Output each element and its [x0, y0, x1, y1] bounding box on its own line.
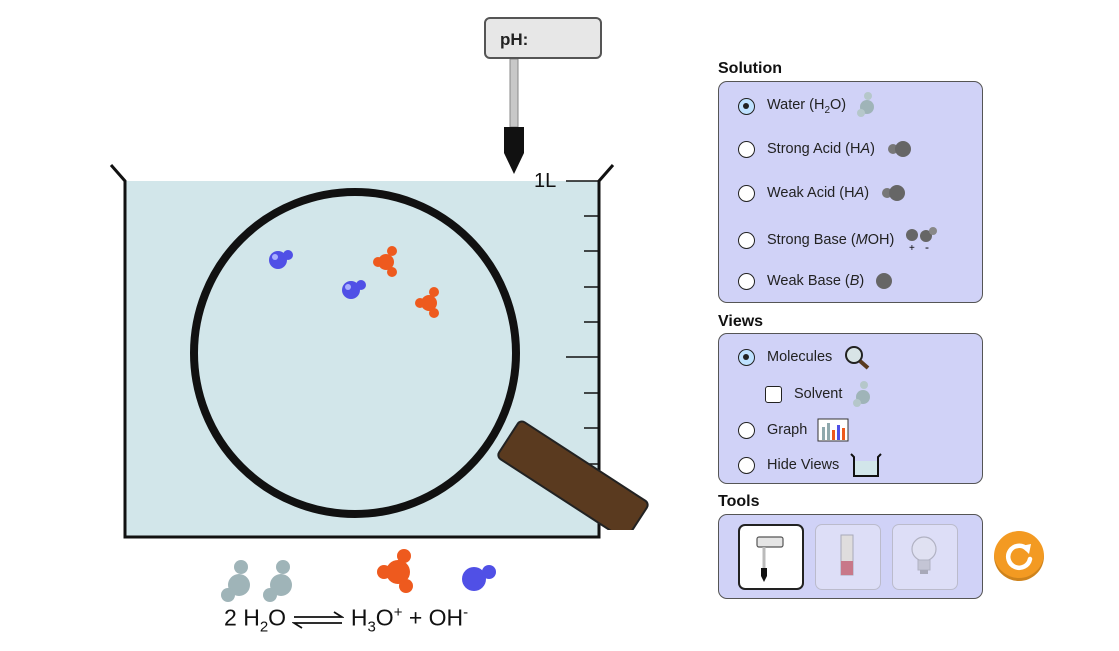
beaker-volume-label: 1L: [534, 170, 557, 192]
ph-meter-icon: [756, 536, 784, 582]
radio-strong-base[interactable]: [738, 231, 755, 249]
hydroxide-ion-icon: [462, 565, 496, 591]
views-title: Views: [718, 313, 764, 330]
magnifier-molecules-view: [190, 188, 649, 530]
ph-paper-tool-button[interactable]: [815, 524, 881, 590]
radio-graph[interactable]: [738, 421, 755, 439]
view-option-hide[interactable]: Hide Views: [738, 452, 883, 478]
water-molecule-icon: [853, 381, 871, 407]
radio-weak-base[interactable]: [738, 272, 755, 290]
ph-label: pH:: [500, 30, 529, 49]
bar-graph-icon: [817, 418, 849, 442]
water-molecule-icon: [221, 560, 250, 602]
solvent-checkbox[interactable]: [765, 385, 782, 403]
svg-text:+: +: [909, 243, 915, 253]
magnifier-handle: [497, 420, 649, 530]
radio-molecules[interactable]: [738, 348, 755, 366]
solution-option-weak-base[interactable]: Weak Base (B): [738, 271, 894, 291]
solution-title: Solution: [718, 60, 782, 77]
view-option-solvent[interactable]: Solvent: [765, 380, 874, 408]
ph-probe[interactable]: [498, 58, 530, 177]
ph-meter-tool-button[interactable]: [738, 524, 804, 590]
acid-molecule-icon: [882, 185, 906, 201]
magnifier-icon: [845, 346, 870, 370]
radio-strong-acid[interactable]: [738, 140, 755, 158]
hydroxide-ion: [342, 280, 366, 299]
ph-paper-icon: [840, 534, 854, 576]
base-molecule-icon: [876, 273, 893, 289]
hydronium-ion: [415, 287, 439, 318]
views-panel: Molecules Solvent Graph Hide Views: [718, 333, 983, 484]
tools-title: Tools: [718, 493, 760, 510]
solution-panel: Water (H2O) Strong Acid (HA) Weak Acid (…: [718, 81, 983, 303]
view-option-molecules[interactable]: Molecules: [738, 344, 872, 370]
solution-option-strong-base[interactable]: Strong Base (MOH) + -: [738, 227, 940, 253]
conductivity-tool-button[interactable]: [892, 524, 958, 590]
solution-option-strong-acid[interactable]: Strong Acid (HA): [738, 140, 913, 158]
radio-hide-views[interactable]: [738, 456, 755, 474]
tools-panel: [718, 514, 983, 599]
acid-molecule-icon: [888, 141, 912, 157]
reset-icon: [1005, 543, 1033, 570]
water-molecule-icon: [857, 92, 875, 117]
radio-weak-acid[interactable]: [738, 184, 755, 202]
base-ions-icon: + -: [906, 227, 938, 253]
beaker-icon: [850, 453, 882, 477]
svg-text:-: -: [925, 240, 929, 253]
hydroxide-ion: [269, 250, 293, 269]
hydronium-ion: [373, 246, 397, 277]
ph-readout: pH:: [484, 17, 602, 59]
lightbulb-icon: [911, 536, 937, 574]
equilibrium-arrow-icon: [291, 610, 346, 629]
equation-molecules: [221, 549, 496, 602]
solution-option-water[interactable]: Water (H2O): [738, 92, 878, 117]
hydronium-ion-icon: [377, 549, 413, 593]
equilibrium-equation: 2 H2O H3O+ + OH-: [224, 604, 469, 636]
view-option-graph[interactable]: Graph: [738, 418, 849, 442]
reset-button[interactable]: [994, 531, 1044, 581]
radio-water[interactable]: [738, 97, 755, 115]
solution-option-weak-acid[interactable]: Weak Acid (HA): [738, 184, 907, 202]
water-molecule-icon: [263, 560, 292, 602]
